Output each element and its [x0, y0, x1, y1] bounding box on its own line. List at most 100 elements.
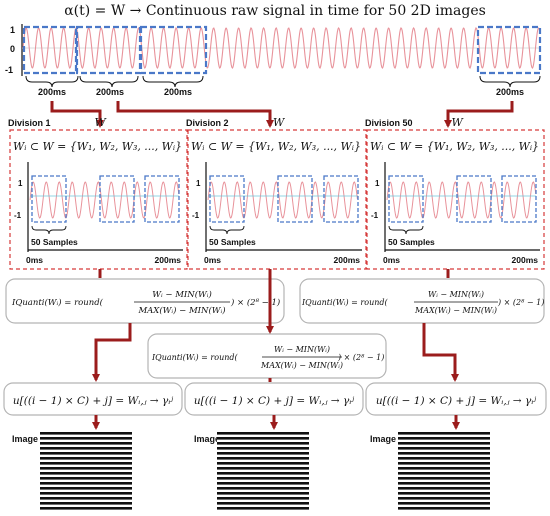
stripe-row	[398, 482, 490, 485]
stripe-row	[217, 472, 309, 475]
division-y-tick-1: 1	[375, 179, 380, 188]
division-border	[9, 129, 188, 270]
stripe-image-50	[398, 432, 490, 512]
division-title: Division 1	[8, 118, 51, 128]
stripe-row	[40, 462, 132, 465]
stripe-row	[217, 502, 309, 505]
sample-window-box	[277, 175, 313, 223]
samples-label: 50 Samples	[31, 237, 78, 247]
x-end-label: 200ms	[512, 255, 539, 265]
stripe-image-2	[217, 432, 309, 512]
division-y-tick-neg1: -1	[192, 211, 200, 220]
mapping-formula-1-text: u[((i − 1) × C) + j] = Wᵢ,ⱼ → γᵢʲ	[13, 395, 173, 407]
q50-numerator: Wᵢ − MIN(Wᵢ)	[428, 290, 484, 299]
division-subset-expression: Wᵢ ⊂ W = {W₁, W₂, W₃, ..., Wᵢ}	[13, 140, 182, 153]
division-panel-1: Division 1 W Wᵢ ⊂ W = {W₁, W₂, W₃, ..., Wᵢ…	[8, 116, 188, 270]
q1-lhs: IQuanti(Wᵢ) = round(	[11, 297, 104, 308]
stripe-row	[40, 432, 132, 435]
stripe-image-1	[40, 432, 132, 512]
q1-rhs: ) × (2⁸ − 1)	[230, 297, 280, 308]
q50-lhs: IQuanti(Wᵢ) = round(	[301, 298, 388, 307]
stripe-row	[398, 447, 490, 450]
x-start-label: 0ms	[383, 255, 400, 265]
window-50	[476, 25, 542, 75]
division-panel-2: Division 2 W Wᵢ ⊂ W = {W₁, W₂, W₃, ..., Wᵢ…	[186, 116, 367, 270]
stripe-row	[217, 467, 309, 470]
stripe-row	[217, 507, 309, 510]
division-subset-expression: Wᵢ ⊂ W = {W₁, W₂, W₃, ..., Wᵢ}	[191, 140, 361, 153]
division-set-symbol: W	[273, 116, 286, 129]
window-2-label: 200ms	[96, 87, 124, 97]
stripe-row	[217, 452, 309, 455]
mapping-formula-50-text: u[((i − 1) × C) + j] = Wᵢ,ⱼ → γᵢʲ	[376, 395, 536, 407]
quantize-formula-2: IQuanti(Wᵢ) = round( Wᵢ − MIN(Wᵢ) MAX(Wᵢ…	[147, 333, 387, 379]
sample-window-box	[99, 175, 135, 223]
division-y-tick-1: 1	[18, 179, 23, 188]
stripe-row	[398, 457, 490, 460]
stripe-row	[217, 457, 309, 460]
stripe-row	[40, 477, 132, 480]
stripe-row	[217, 492, 309, 495]
window-3-brace	[142, 75, 204, 88]
stripe-row	[398, 432, 490, 435]
stripe-row	[40, 467, 132, 470]
stripe-row	[398, 442, 490, 445]
division-y-tick-1: 1	[196, 179, 201, 188]
window-3	[139, 25, 208, 75]
sample-window-box	[144, 175, 180, 223]
division-y-tick-neg1: -1	[14, 211, 22, 220]
sample-window-box	[501, 175, 537, 223]
stripe-images	[40, 432, 490, 512]
division-set-symbol: W	[95, 116, 108, 129]
q1-numerator: Wᵢ − MIN(Wᵢ)	[152, 289, 212, 300]
division-border	[187, 129, 367, 270]
stripe-row	[40, 482, 132, 485]
stripe-row	[398, 462, 490, 465]
stripe-row	[40, 452, 132, 455]
quantize-formula-50: IQuanti(Wᵢ) = round( Wᵢ − MIN(Wᵢ) MAX(Wᵢ…	[299, 278, 545, 324]
stripe-row	[40, 472, 132, 475]
image-50-label: Image 50	[370, 434, 409, 444]
stripe-row	[217, 447, 309, 450]
samples-label: 50 Samples	[209, 237, 256, 247]
division-border	[366, 129, 545, 270]
stripe-row	[40, 457, 132, 460]
top-sine-wave	[22, 27, 541, 69]
q1-denominator: MAX(Wᵢ) − MIN(Wᵢ)	[137, 305, 225, 316]
window-1-brace	[25, 75, 79, 88]
stripe-row	[40, 447, 132, 450]
stripe-row	[40, 437, 132, 440]
arrow-q1-to-map1	[92, 323, 132, 382]
stripe-row	[217, 442, 309, 445]
mapping-formula-1: u[((i − 1) × C) + j] = Wᵢ,ⱼ → γᵢʲ	[3, 382, 183, 416]
stripe-row	[398, 487, 490, 490]
division-title: Division 50	[365, 118, 413, 128]
stripe-row	[217, 437, 309, 440]
window-50-brace	[479, 75, 541, 88]
x-start-label: 0ms	[26, 255, 43, 265]
sample-window-box	[323, 175, 359, 223]
window-50-label: 200ms	[496, 87, 524, 97]
q2-lhs: IQuanti(Wᵢ) = round(	[151, 353, 238, 362]
stripe-row	[217, 462, 309, 465]
arrow-window1-to-division1	[50, 101, 104, 128]
q50-rhs: ) × (2⁸ − 1)	[497, 298, 544, 307]
top-y-tick-0: 0	[10, 44, 15, 54]
sample-window-box	[456, 175, 492, 223]
division-title: Division 2	[186, 118, 229, 128]
divisions-row: Division 1 W Wᵢ ⊂ W = {W₁, W₂, W₃, ..., Wᵢ…	[8, 116, 545, 270]
stripe-row	[398, 492, 490, 495]
division-y-tick-neg1: -1	[371, 211, 379, 220]
stripe-row	[40, 502, 132, 505]
sample-window-box	[209, 175, 245, 223]
sample-window-box	[31, 175, 67, 223]
arrow-window50-to-division50	[444, 101, 514, 128]
stripe-row	[398, 502, 490, 505]
stripe-row	[398, 497, 490, 500]
stripe-row	[217, 432, 309, 435]
window-1-label: 200ms	[38, 87, 66, 97]
stripe-row	[217, 487, 309, 490]
stripe-row	[398, 467, 490, 470]
q50-denominator: MAX(Wᵢ) − MIN(Wᵢ)	[414, 306, 497, 315]
